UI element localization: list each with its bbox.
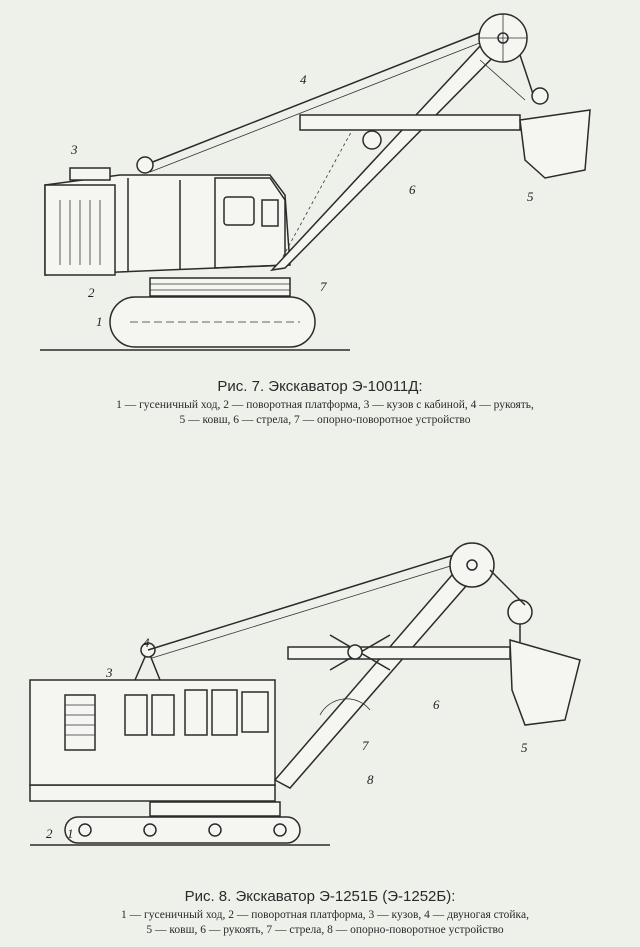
excavator-e1251b-drawing xyxy=(29,542,581,846)
callout-5: 5 xyxy=(521,740,528,755)
figure-7: 3 4 6 5 7 2 1 Рис. 7. Экскаватор Э-10011… xyxy=(0,0,640,440)
figure-8: 4 3 6 5 7 8 2 1 Рис. 8. Экскаватор Э-125… xyxy=(0,520,640,947)
callout-6: 6 xyxy=(409,182,416,197)
excavator-e10011d-drawing xyxy=(40,13,591,351)
figure-7-title: Рис. 7. Экскаватор Э-10011Д: xyxy=(217,378,423,395)
callout-2: 2 xyxy=(46,826,53,841)
figure-7-legend-line-1: 1 — гусеничный ход, 2 — поворотная платф… xyxy=(116,399,534,411)
callout-4: 4 xyxy=(143,635,150,650)
figure-8-legend-line-2: 5 — ковш, 6 — рукоять, 7 — стрела, 8 — о… xyxy=(146,924,504,936)
callout-5: 5 xyxy=(527,189,534,204)
callout-7: 7 xyxy=(320,279,327,294)
figure-7-legend-line-2: 5 — ковш, 6 — стрела, 7 — опорно-поворот… xyxy=(179,414,471,426)
callout-7: 7 xyxy=(362,738,369,753)
callout-1: 1 xyxy=(96,314,103,329)
figure-8-legend-line-1: 1 — гусеничный ход, 2 — поворотная платф… xyxy=(121,909,529,921)
callout-4: 4 xyxy=(300,72,307,87)
figure-8-title: Рис. 8. Экскаватор Э-1251Б (Э-1252Б): xyxy=(184,888,456,905)
callout-8: 8 xyxy=(367,772,374,787)
callout-2: 2 xyxy=(88,285,95,300)
callout-1: 1 xyxy=(67,826,74,841)
callout-3: 3 xyxy=(71,142,78,157)
callout-3: 3 xyxy=(106,665,113,680)
callout-6: 6 xyxy=(433,697,440,712)
